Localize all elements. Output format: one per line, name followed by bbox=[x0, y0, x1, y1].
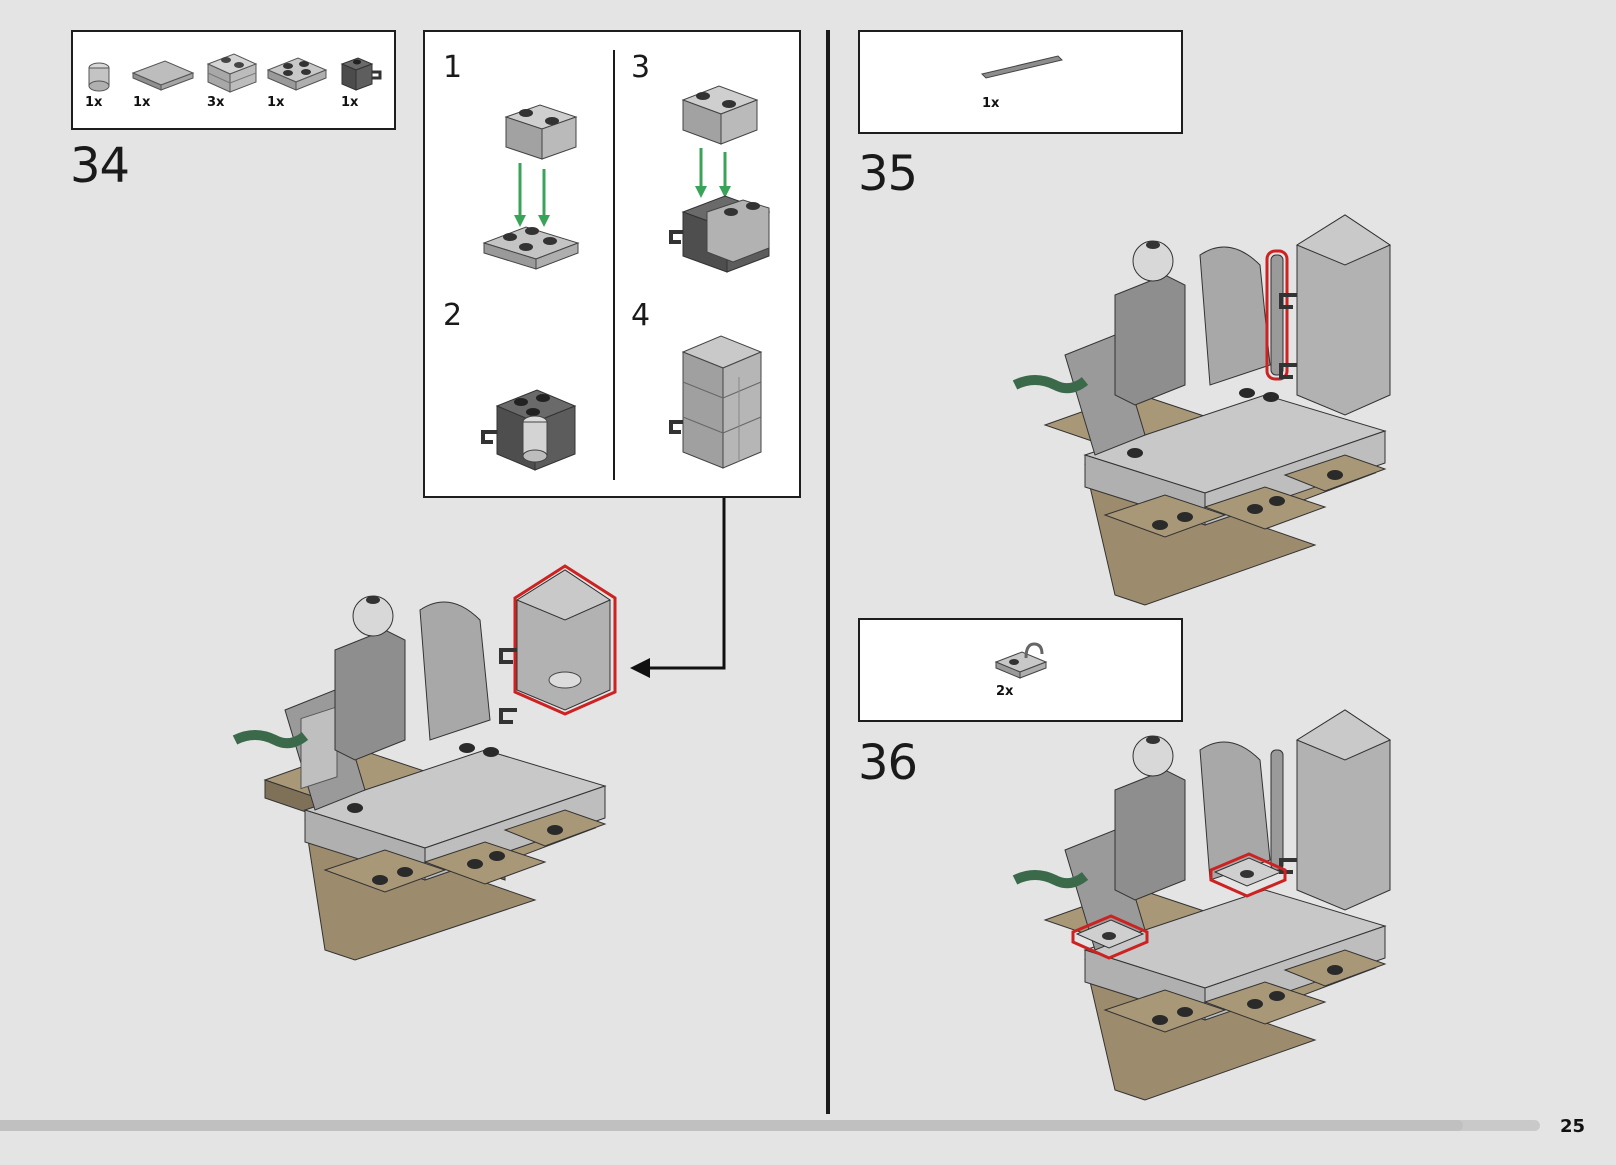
part-qty: 3x bbox=[207, 95, 225, 110]
step34-model bbox=[232, 564, 617, 961]
column-divider bbox=[826, 30, 830, 1114]
progress-fill bbox=[0, 1120, 1463, 1131]
part-qty: 1x bbox=[133, 95, 151, 110]
part-qty: 1x bbox=[982, 96, 1000, 111]
step36-model bbox=[1012, 709, 1392, 1101]
round-brick-icon bbox=[88, 62, 110, 92]
substep-number: 1 bbox=[443, 50, 463, 85]
step34-parts-box: 1x 1x 3x 1x 1x bbox=[71, 30, 396, 130]
subassembly-callout: 1 3 2 4 bbox=[423, 30, 801, 498]
step36-parts-box: 2x bbox=[858, 618, 1183, 722]
progress-bar bbox=[0, 1120, 1540, 1131]
clip-brick-icon bbox=[340, 57, 382, 91]
part-qty: 1x bbox=[85, 95, 103, 110]
part-qty: 1x bbox=[267, 95, 285, 110]
substep-number: 3 bbox=[631, 50, 651, 85]
substep3-illustration bbox=[669, 85, 771, 273]
step-number: 35 bbox=[858, 146, 918, 202]
bar-icon bbox=[981, 55, 1063, 79]
substep4-illustration bbox=[669, 335, 763, 469]
step-number: 36 bbox=[858, 735, 918, 791]
callout-arrow bbox=[630, 498, 726, 678]
part-qty: 2x bbox=[996, 684, 1014, 699]
step-number: 34 bbox=[70, 138, 130, 194]
page-number: 25 bbox=[1560, 1116, 1586, 1137]
substep-number: 4 bbox=[631, 298, 651, 333]
clip-plate-icon bbox=[994, 642, 1048, 679]
plate-2x2-icon bbox=[266, 57, 328, 91]
substep1-illustration bbox=[482, 104, 580, 270]
step35-parts-box: 1x bbox=[858, 30, 1183, 134]
step35-model bbox=[1012, 214, 1392, 606]
substep-number: 2 bbox=[443, 298, 463, 333]
flat-tile-icon bbox=[131, 60, 195, 91]
callout-divider bbox=[613, 50, 615, 480]
substep2-illustration bbox=[481, 389, 577, 471]
masonry-brick-icon bbox=[206, 53, 258, 93]
part-qty: 1x bbox=[341, 95, 359, 110]
